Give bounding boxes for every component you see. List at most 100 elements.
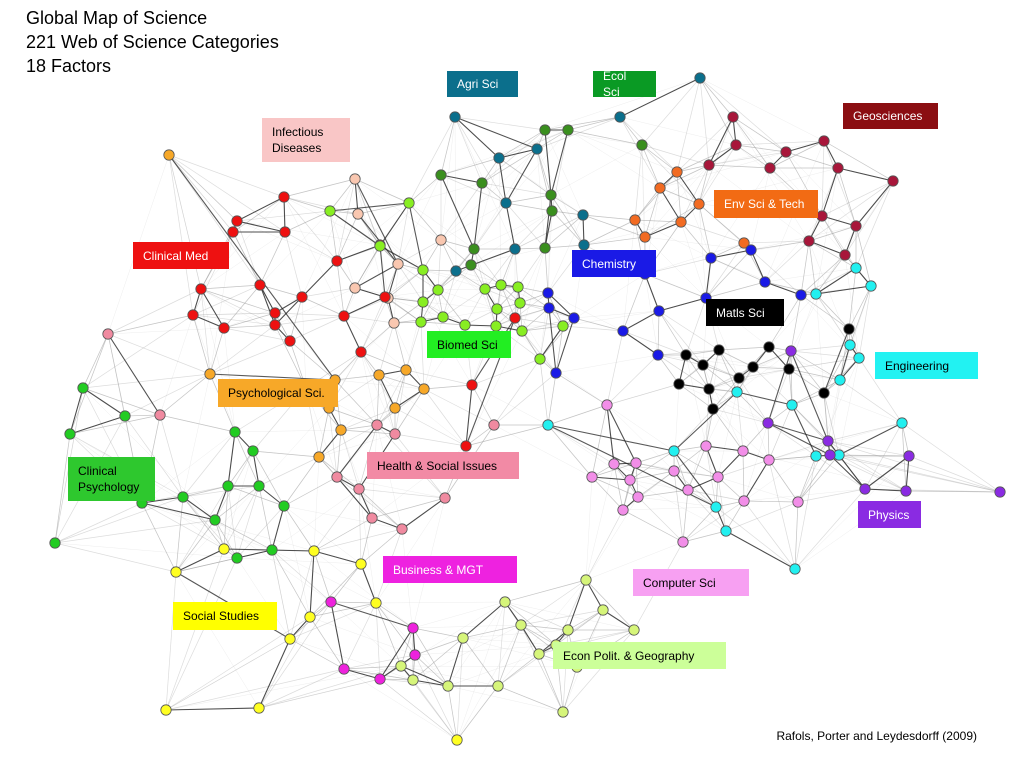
edge [752,350,792,368]
edge [555,325,564,374]
strong-edge [141,496,184,504]
edge [521,307,550,332]
edge [440,116,456,241]
edge [606,330,624,406]
edge [283,505,403,530]
edge [318,407,330,458]
edge [657,310,660,356]
strong-edge [301,260,338,298]
edge [505,202,553,212]
edge [659,187,700,205]
strong-edge [606,404,615,465]
edge [520,609,604,626]
edge [823,392,840,456]
edge [498,129,546,159]
category-node [222,480,234,492]
category-node [859,483,871,495]
edge [200,288,236,433]
category-node [628,624,640,636]
edge [462,629,569,639]
category-node [671,166,683,178]
edge [412,627,464,639]
edge [567,609,604,631]
strong-edge [791,404,817,457]
edge [124,373,211,417]
edge [500,284,575,319]
edge [794,501,799,570]
edge [329,210,356,289]
edge [768,459,796,570]
edge [227,450,254,487]
edge [168,154,234,233]
category-node [400,364,412,376]
category-node [680,349,692,361]
strong-edge [165,707,260,711]
edge [343,245,381,317]
edge [465,424,495,447]
edge [521,330,557,374]
strong-edge [767,422,831,456]
edge [808,240,817,295]
category-node [418,383,430,395]
edge [849,285,872,346]
edge [504,601,569,631]
edge [336,260,345,317]
edge [313,517,373,552]
edge [447,685,458,741]
edge [738,377,770,461]
category-node [557,706,569,718]
edge [521,247,546,332]
edge [698,164,710,205]
edge [168,154,285,198]
edge [168,154,194,316]
edge [794,455,910,570]
edge [676,171,682,223]
category-node [218,322,230,334]
edge [378,322,395,376]
edge [227,485,285,507]
edge [354,244,381,289]
edge [606,404,675,472]
label-text: Health & Social Issues [377,458,498,473]
edge [258,485,273,551]
edge [393,301,424,324]
edge [447,653,540,687]
edge [699,77,734,118]
edge [440,157,500,176]
edge [107,333,126,417]
category-node [388,317,400,329]
edge [283,196,359,215]
edge [497,624,522,687]
category-node [204,368,216,380]
edge [330,601,377,604]
edge [375,497,446,604]
edge [422,269,486,290]
edge [644,187,661,238]
edge [520,579,587,626]
edge [283,196,345,317]
edge [736,391,744,452]
edge [583,221,682,246]
edge [378,374,425,390]
edge [718,349,738,393]
edge [539,358,549,426]
edge [354,178,386,298]
edge [794,488,866,570]
edge [227,450,254,487]
edge [378,374,467,447]
edge [767,422,817,457]
edge [456,624,522,741]
edge [375,602,449,687]
category-node [629,214,641,226]
edge [234,429,342,433]
edge [583,236,646,246]
edge [318,407,330,458]
edge [227,485,238,559]
edge [283,505,315,552]
strong-edge [318,429,342,458]
edge [234,431,260,487]
edge [800,254,846,296]
strong-edge [644,273,660,312]
category-node [432,284,444,296]
edge [414,654,449,687]
